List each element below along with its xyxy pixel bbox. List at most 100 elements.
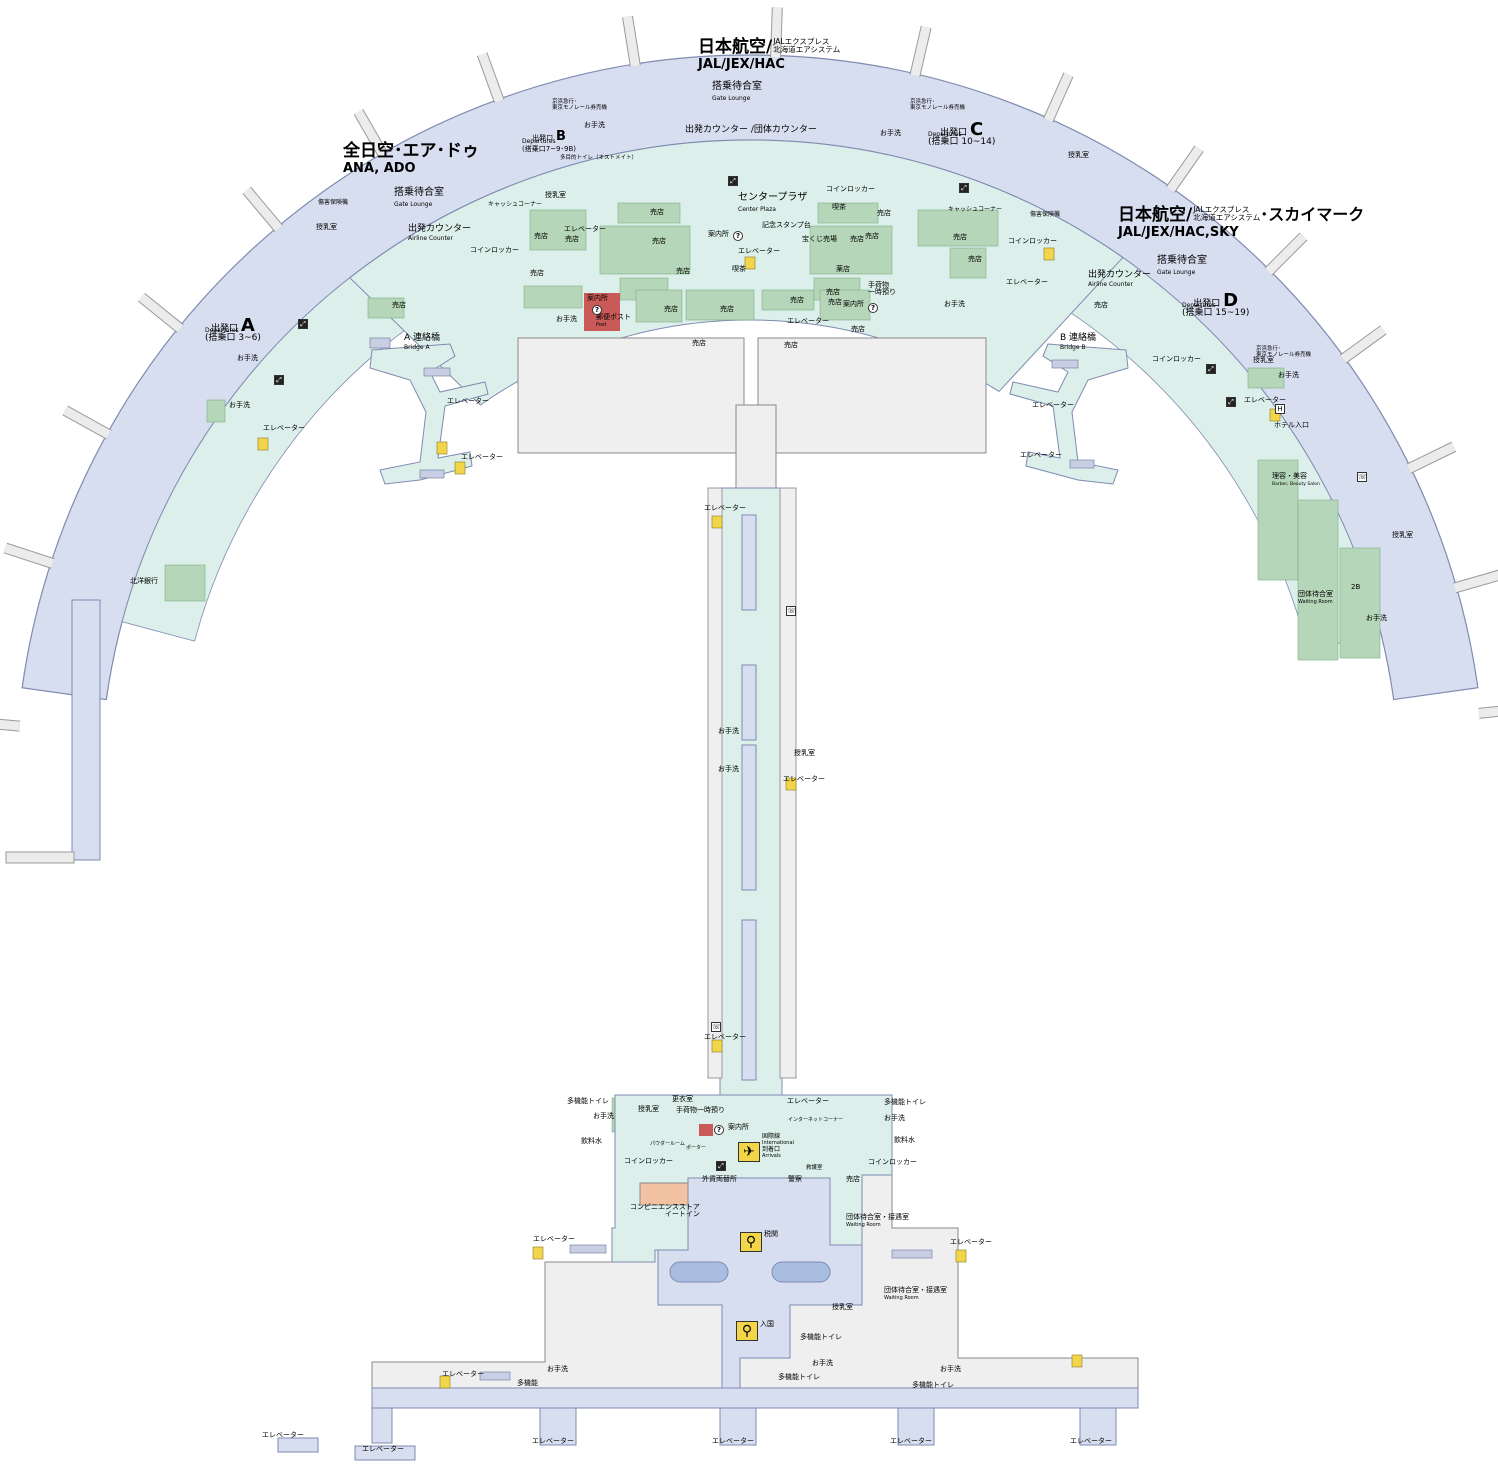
elevator-icon[interactable] — [257, 437, 269, 451]
airline-counter-west-en: Airline Counter — [408, 235, 453, 243]
elevator-icon[interactable] — [744, 256, 756, 270]
elevator-center[interactable]: エレベーター — [787, 317, 829, 325]
elevator-bridge-b1[interactable]: エレベーター — [1032, 401, 1074, 409]
gate-c-letter: C — [970, 119, 984, 140]
gate-b-en: Departures — [522, 138, 556, 146]
elevator-bottom-7[interactable]: エレベーター — [1070, 1437, 1112, 1445]
drinking-e: 飲料水 — [894, 1136, 915, 1144]
elevator-icon[interactable] — [439, 1375, 451, 1389]
hotel-entrance[interactable]: ホテル入口 — [1274, 421, 1309, 429]
elevator-icon[interactable] — [711, 1039, 723, 1053]
gate-d-range: (搭乗口 15~19) — [1182, 308, 1250, 319]
cafe-label-2: 喫茶 — [832, 203, 846, 211]
toilet-center-e: お手洗 — [944, 300, 965, 308]
stamp-stand: 記念スタンプ台 — [762, 221, 811, 229]
elevator-bottom-2[interactable]: エレベーター — [262, 1431, 304, 1439]
dressing-room: 更衣室 — [672, 1095, 693, 1103]
info-intl[interactable]: 案内所 — [728, 1123, 749, 1131]
elevator-icon[interactable] — [532, 1246, 544, 1260]
info-desk-plaza[interactable]: 案内所 — [708, 230, 729, 238]
gate-c-label[interactable]: 出発口 C Departures (搭乗口 10~14) — [928, 120, 995, 148]
airline-jal-north-name: 日本航空/ — [698, 37, 773, 57]
elevator-intl-e[interactable]: エレベーター — [950, 1238, 992, 1246]
telephone-icon: ☏ — [786, 606, 796, 616]
shop-9: 売店 — [720, 305, 734, 313]
nursing-east-end: 授乳室 — [1392, 531, 1413, 539]
elevator-bridge-a1[interactable]: エレベーター — [447, 397, 489, 405]
gate-lounge-jal-east-en: Gate Lounge — [1157, 268, 1196, 276]
keikyu-d: 京浜急行･東京モノレール券売機 — [1256, 346, 1312, 358]
gate-2b[interactable]: 2B — [1351, 583, 1361, 591]
hotel-icon[interactable]: H — [1275, 404, 1285, 414]
escalator-strip — [1051, 359, 1079, 369]
elevator-corridor-3[interactable]: エレベーター — [704, 1033, 746, 1041]
immigration: 入国 — [760, 1320, 774, 1328]
info-icon[interactable]: ? — [592, 305, 602, 315]
shop-block — [523, 285, 583, 309]
airplane-icon: ✈ — [738, 1142, 760, 1162]
gate-d-label[interactable]: 出発口 D Departures (搭乗口 15~19) — [1182, 291, 1249, 319]
arrivals-title: 到着口 — [762, 1145, 781, 1153]
elevator-corridor-2[interactable]: エレベーター — [783, 775, 825, 783]
elevator-intl-n[interactable]: エレベーター — [787, 1097, 829, 1105]
toilet-bottom-w: お手洗 — [547, 1365, 568, 1373]
elevator-corridor-1[interactable]: エレベーター — [704, 504, 746, 512]
elevator-a[interactable]: エレベーター — [263, 424, 305, 432]
toilet-corridor-1: お手洗 — [718, 727, 739, 735]
gate-a-label[interactable]: 出発口 A Departures (搭乗口 3~6) — [205, 316, 261, 344]
info-desk-east[interactable]: 案内所 — [843, 300, 864, 308]
escalator-icon: ⤢ — [298, 319, 308, 329]
elevator-bottom-1[interactable]: エレベーター — [442, 1370, 484, 1378]
elevator-east[interactable]: エレベーター — [1006, 278, 1048, 286]
nursing-c: 授乳室 — [1068, 151, 1089, 159]
elevator-b[interactable]: エレベーター — [564, 225, 606, 233]
toilet-intl-2: お手洗 — [812, 1359, 833, 1367]
elevator-bridge-b2[interactable]: エレベーター — [1020, 451, 1062, 459]
moving-walkway-4 — [741, 919, 757, 1081]
elevator-icon[interactable] — [1071, 1354, 1083, 1368]
group-waiting-intl-2-title: 団体待合室・接遇室 — [884, 1286, 947, 1294]
shop-20: 売店 — [692, 339, 706, 347]
info-icon[interactable]: ? — [868, 303, 878, 313]
convenience-store-label: コンビニエンスストア イートイン — [630, 1203, 700, 1219]
elevator-bottom-6[interactable]: エレベーター — [890, 1437, 932, 1445]
drinking-w: 飲料水 — [581, 1137, 602, 1145]
gate-b-letter: B — [555, 129, 566, 144]
lottery-stand: 宝くじ売場 — [802, 235, 837, 243]
elevator-d[interactable]: エレベーター — [1244, 396, 1286, 404]
elevator-icon[interactable] — [1043, 247, 1055, 261]
shop-block — [635, 289, 683, 323]
arrival-finger — [277, 1437, 319, 1453]
elevator-icon[interactable] — [711, 515, 723, 529]
escalator-icon: ⤢ — [274, 375, 284, 385]
bridge-b-title: B 連絡橋 — [1060, 333, 1097, 343]
baggage-claim-2 — [771, 1261, 831, 1283]
toilet-d2: お手洗 — [1366, 614, 1387, 622]
elevator-bridge-a2[interactable]: エレベーター — [461, 453, 503, 461]
cafe-label: 喫茶 — [732, 265, 746, 273]
multi-toilet-intl-w: 多機能トイレ — [567, 1097, 609, 1105]
elevator-bottom-3[interactable]: エレベーター — [362, 1445, 404, 1453]
elevator-icon[interactable] — [454, 461, 466, 475]
keikyu-c: 京浜急行･東京モノレール券売機 — [910, 99, 966, 111]
arrival-finger — [719, 1404, 757, 1446]
elevator-plaza[interactable]: エレベーター — [738, 247, 780, 255]
elevator-icon[interactable] — [785, 777, 797, 791]
info-icon[interactable]: ? — [714, 1125, 724, 1135]
info-desk-west[interactable]: 案内所 — [587, 294, 608, 302]
elevator-icon[interactable] — [436, 441, 448, 455]
info-icon[interactable]: ? — [733, 231, 743, 241]
elevator-intl-w[interactable]: エレベーター — [533, 1235, 575, 1243]
shop-block — [761, 289, 815, 311]
airline-counter-east-en: Airline Counter — [1088, 281, 1133, 289]
elevator-bottom-5[interactable]: エレベーター — [712, 1437, 754, 1445]
elevator-bottom-4[interactable]: エレベーター — [532, 1437, 574, 1445]
elevator-icon[interactable] — [955, 1249, 967, 1263]
moving-walkway-2 — [741, 664, 757, 741]
jet-bridge-fill — [1044, 72, 1073, 123]
gate-b-label[interactable]: 出発口 B Departures (搭乗口7~9･9B) — [522, 129, 576, 154]
multi-toilet-b: 多目的トイレ（オストメイト） — [560, 155, 638, 161]
